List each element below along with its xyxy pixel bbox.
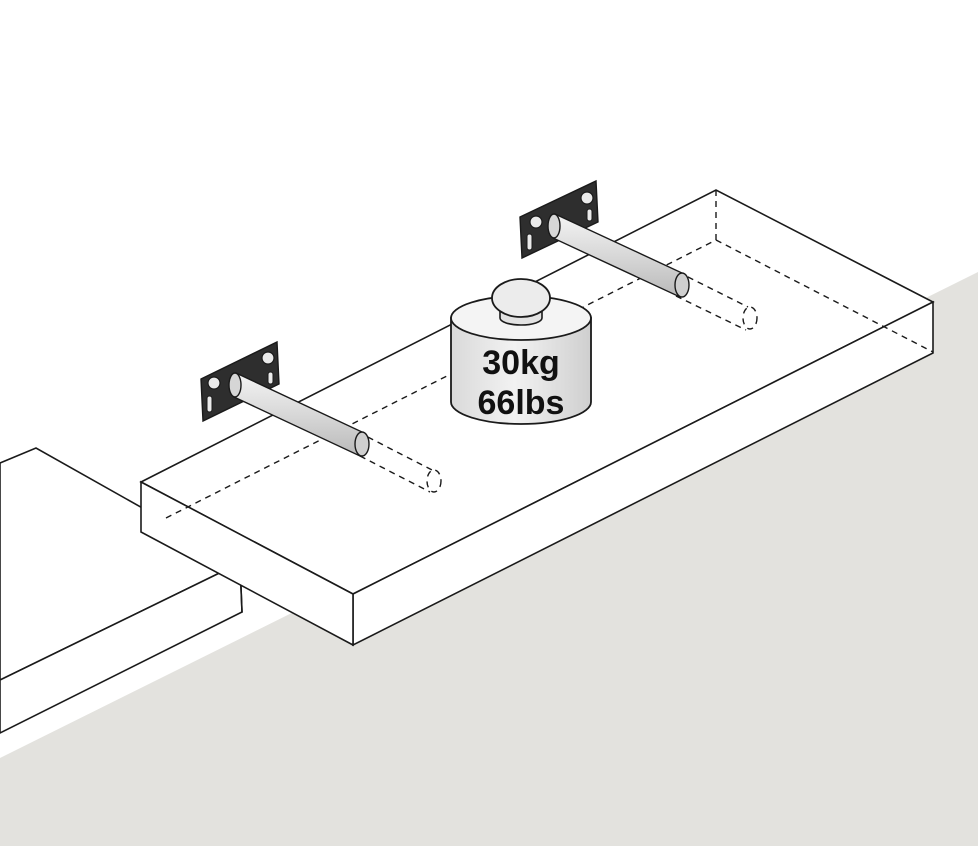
slot-icon [526, 233, 533, 251]
wall-bracket-icon [519, 179, 690, 299]
shelf-end-face [140, 480, 354, 647]
weight-body [450, 317, 592, 425]
left-side-block [0, 447, 243, 734]
hidden-rod-channel-left [357, 431, 442, 493]
weight-knob [491, 278, 551, 318]
screw-icon [207, 376, 221, 390]
screw-icon [261, 351, 275, 365]
slot-icon [206, 395, 213, 413]
weight-kg-label: 30kg [482, 344, 560, 382]
weight-lbs-label: 66lbs [478, 384, 565, 422]
slot-icon [267, 371, 274, 385]
screw-icon [580, 191, 594, 205]
calibration-weight-icon: 30kg 66lbs [450, 278, 592, 425]
slot-icon [586, 208, 593, 222]
wall-bracket-icon [200, 340, 370, 458]
hidden-rod-channel-right [675, 271, 758, 331]
screw-icon [529, 215, 543, 229]
